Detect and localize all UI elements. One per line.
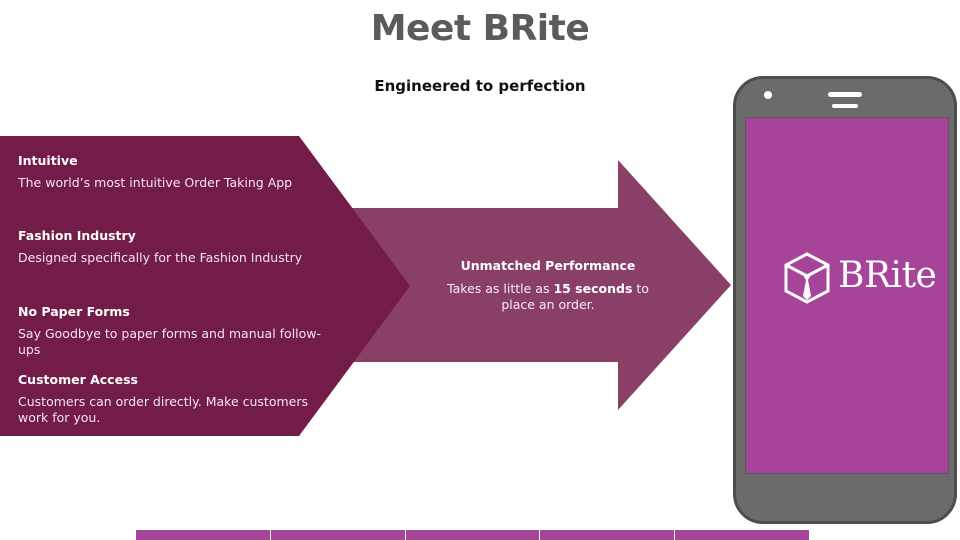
feature-description: Customers can order directly. Make custo… — [18, 394, 308, 425]
feature-customer-access: Customer Access Customers can order dire… — [18, 372, 318, 426]
performance-desc-before: Takes as little as — [447, 281, 554, 296]
footer-segment — [405, 530, 541, 540]
feature-description: Designed specifically for the Fashion In… — [18, 250, 303, 265]
slide-subtitle: Engineered to perfection — [374, 77, 586, 95]
performance-callout: Unmatched Performance Takes as little as… — [440, 258, 656, 313]
footer-segment — [675, 530, 809, 540]
speaker-grille — [828, 92, 862, 97]
feature-description: The world’s most intuitive Order Taking … — [18, 175, 293, 190]
sensor-bar — [832, 104, 858, 108]
phone-mockup: BRite — [733, 76, 957, 524]
phone-screen: BRite — [745, 117, 949, 474]
feature-title: Fashion Industry — [18, 228, 136, 243]
feature-title: No Paper Forms — [18, 304, 130, 319]
logo-wordmark: BRite — [838, 255, 937, 296]
gift-box-tie-icon — [784, 252, 830, 304]
feature-intuitive: Intuitive The world’s most intuitive Ord… — [18, 153, 338, 191]
footer-segment — [270, 530, 406, 540]
phone-body: BRite — [733, 76, 957, 524]
feature-no-paper-forms: No Paper Forms Say Goodbye to paper form… — [18, 304, 338, 358]
footer-segment — [540, 530, 676, 540]
performance-description: Takes as little as 15 seconds to place a… — [440, 281, 656, 313]
feature-fashion-industry: Fashion Industry Designed specifically f… — [18, 228, 338, 266]
features-chevron — [0, 136, 410, 436]
slide-title: Meet BRite — [370, 8, 590, 49]
camera-icon — [764, 91, 772, 99]
feature-description: Say Goodbye to paper forms and manual fo… — [18, 326, 322, 357]
footer-segment — [136, 530, 271, 540]
brite-logo: BRite — [782, 251, 937, 309]
feature-title: Customer Access — [18, 372, 138, 387]
performance-desc-after: to place an order. — [501, 281, 649, 312]
performance-highlight: 15 seconds — [553, 281, 633, 296]
footer-bar — [136, 530, 809, 540]
performance-title: Unmatched Performance — [460, 258, 636, 273]
performance-arrow — [300, 160, 731, 410]
feature-title: Intuitive — [18, 153, 78, 168]
